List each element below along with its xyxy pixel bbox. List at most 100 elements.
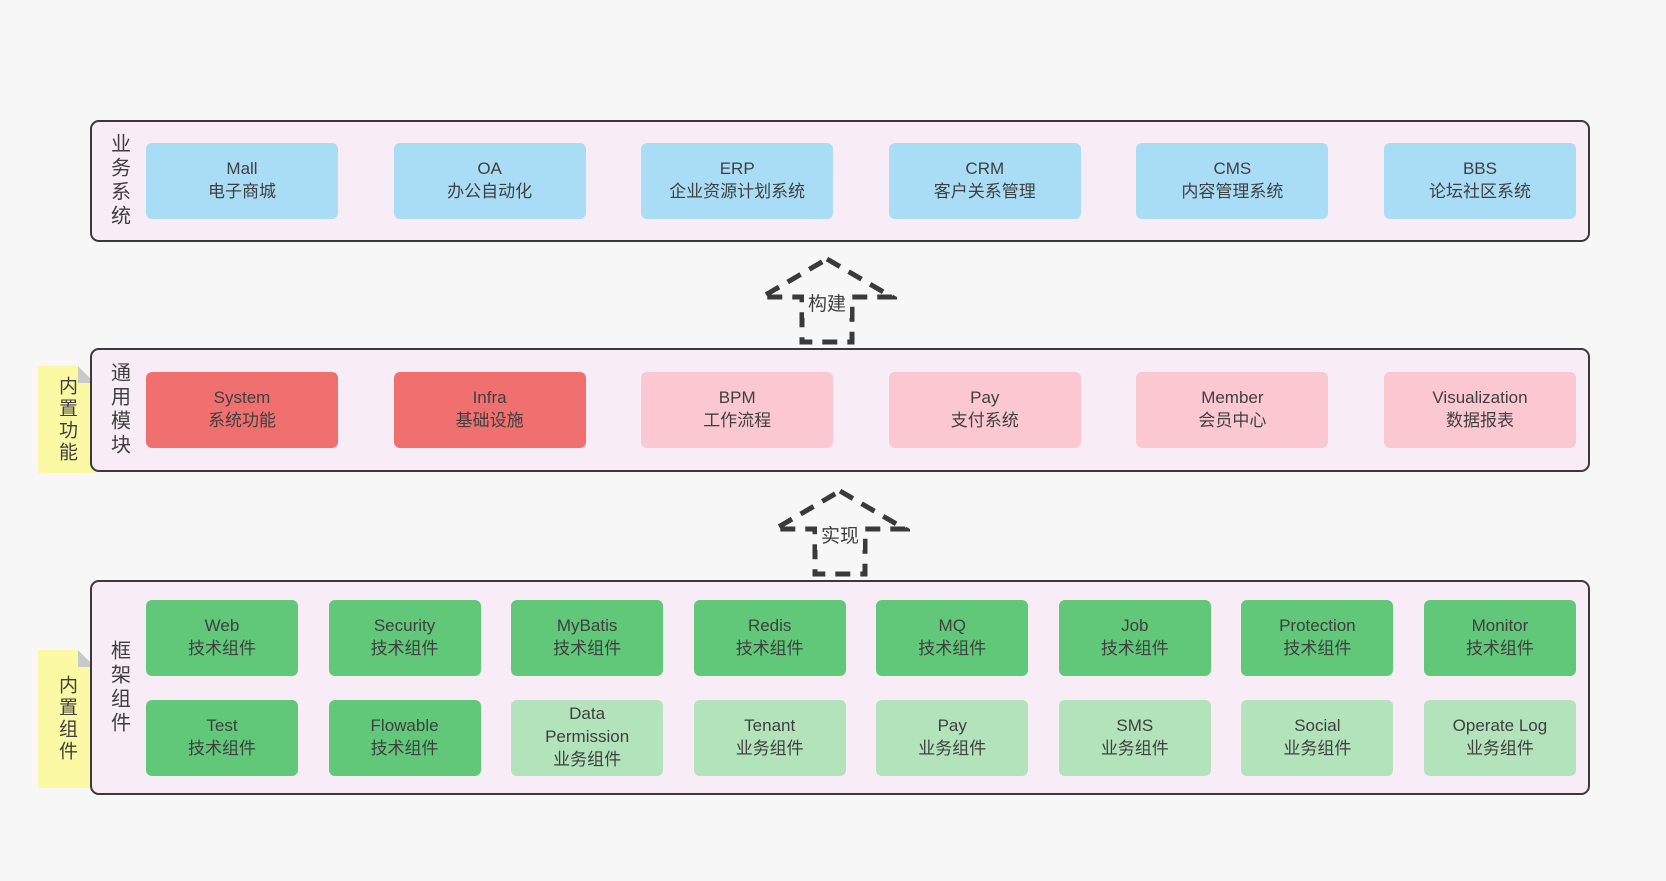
box-protection: Protection 技术组件 xyxy=(1241,599,1394,676)
box-subtitle: 业务组件 xyxy=(918,738,987,758)
box-subtitle: 业务组件 xyxy=(1100,738,1169,758)
box-flowable: Flowable 技术组件 xyxy=(328,699,481,776)
sticky-label: 内置组件 xyxy=(56,675,77,763)
common-modules-panel: 通用模块 System 系统功能 Infra 基础设施 BPM 工作流程 Pay… xyxy=(90,348,1590,472)
box-subtitle: 业务组件 xyxy=(1465,738,1534,758)
box-title: Social xyxy=(1294,715,1341,735)
box-title: Test xyxy=(206,715,238,735)
panel-label-business: 业务系统 xyxy=(92,122,146,240)
box-title: BPM xyxy=(718,388,756,408)
box-subtitle: 会员中心 xyxy=(1198,411,1267,430)
box-sms: SMS 业务组件 xyxy=(1058,699,1211,776)
box-member: Member 会员中心 xyxy=(1136,372,1329,448)
panel-label-text: 框架组件 xyxy=(107,639,130,736)
box-subtitle: 企业资源计划系统 xyxy=(669,182,806,201)
box-title: Mall xyxy=(226,159,258,179)
box-title: MyBatis xyxy=(556,615,618,635)
box-subtitle: 技术组件 xyxy=(188,738,256,758)
box-title: CRM xyxy=(965,159,1005,179)
box-subtitle: 电子商城 xyxy=(208,182,276,201)
sticky-label: 内置功能 xyxy=(56,375,77,464)
framework-components-panel: 框架组件 Web 技术组件 Security 技术组件 MyBatis 技术组件… xyxy=(90,580,1590,795)
panel-label-modules: 通用模块 xyxy=(92,350,146,470)
box-subtitle: 业务组件 xyxy=(553,749,622,769)
box-title: Pay xyxy=(937,715,967,735)
box-erp: ERP 企业资源计划系统 xyxy=(641,143,834,219)
box-bpm: BPM 工作流程 xyxy=(641,372,834,448)
box-subtitle: 技术组件 xyxy=(1100,638,1169,658)
up-arrow-icon xyxy=(757,256,897,345)
box-mall: Mall 电子商城 xyxy=(146,143,338,219)
box-subtitle: 技术组件 xyxy=(1465,638,1534,658)
box-test: Test 技术组件 xyxy=(146,699,298,776)
panel-label-framework: 框架组件 xyxy=(92,582,146,793)
box-subtitle: 客户关系管理 xyxy=(933,182,1036,201)
box-subtitle: 技术组件 xyxy=(553,638,622,658)
box-title: Operate Log xyxy=(1452,715,1548,735)
box-mybatis: MyBatis 技术组件 xyxy=(511,599,664,676)
build-arrow-label: 构建 xyxy=(803,287,851,318)
box-subtitle: 技术组件 xyxy=(1283,638,1352,658)
box-mq: MQ 技术组件 xyxy=(876,599,1029,676)
box-title: Tenant xyxy=(744,715,796,735)
sticky-note-builtin-features: 内置功能 xyxy=(38,366,95,473)
implement-arrow: 实现 xyxy=(770,486,910,578)
box-subtitle: 技术组件 xyxy=(735,638,804,658)
box-title: Member xyxy=(1201,388,1264,408)
box-title: ERP xyxy=(719,159,755,179)
box-infra: Infra 基础设施 xyxy=(393,372,586,448)
box-subtitle: 业务组件 xyxy=(1283,738,1352,758)
box-title: Redis xyxy=(747,615,792,635)
box-title: System xyxy=(213,388,271,408)
panel-label-text: 通用模块 xyxy=(107,362,130,458)
box-monitor: Monitor 技术组件 xyxy=(1423,599,1576,676)
box-redis: Redis 技术组件 xyxy=(693,599,846,676)
box-system: System 系统功能 xyxy=(146,372,338,448)
box-title: OA xyxy=(477,159,502,179)
business-boxes-row: Mall 电子商城 OA 办公自动化 ERP 企业资源计划系统 CRM 客户关系… xyxy=(146,122,1588,240)
box-subtitle: 工作流程 xyxy=(703,411,772,430)
box-title: Data Permission xyxy=(545,704,630,747)
box-pay-module: Pay 支付系统 xyxy=(888,372,1081,448)
box-subtitle: 技术组件 xyxy=(918,638,987,658)
box-visualization: Visualization 数据报表 xyxy=(1383,372,1576,448)
modules-boxes-row: System 系统功能 Infra 基础设施 BPM 工作流程 Pay 支付系统… xyxy=(146,350,1588,470)
box-operate-log: Operate Log 业务组件 xyxy=(1423,699,1576,776)
implement-arrow-label: 实现 xyxy=(816,519,864,550)
box-title: Visualization xyxy=(1432,388,1528,408)
up-arrow-icon xyxy=(770,488,910,577)
box-crm: CRM 客户关系管理 xyxy=(888,143,1081,219)
box-title: BBS xyxy=(1462,159,1497,179)
box-web: Web 技术组件 xyxy=(146,599,298,676)
framework-rows: Web 技术组件 Security 技术组件 MyBatis 技术组件 Redi… xyxy=(146,582,1588,793)
framework-row-1: Web 技术组件 Security 技术组件 MyBatis 技术组件 Redi… xyxy=(146,599,1576,676)
box-job: Job 技术组件 xyxy=(1058,599,1211,676)
business-systems-panel: 业务系统 Mall 电子商城 OA 办公自动化 ERP 企业资源计划系统 CRM… xyxy=(90,120,1590,242)
box-title: Protection xyxy=(1279,615,1356,635)
box-subtitle: 技术组件 xyxy=(370,638,439,658)
box-subtitle: 业务组件 xyxy=(735,738,804,758)
box-title: SMS xyxy=(1116,715,1154,735)
box-subtitle: 数据报表 xyxy=(1445,411,1514,430)
box-title: Job xyxy=(1121,615,1149,635)
box-subtitle: 论坛社区系统 xyxy=(1428,182,1531,201)
box-title: MQ xyxy=(938,615,966,635)
box-title: CMS xyxy=(1213,159,1252,179)
box-bbs: BBS 论坛社区系统 xyxy=(1383,143,1576,219)
box-cms: CMS 内容管理系统 xyxy=(1136,143,1329,219)
box-title: Pay xyxy=(970,388,1000,408)
panel-label-text: 业务系统 xyxy=(107,133,130,229)
box-subtitle: 支付系统 xyxy=(950,411,1019,430)
box-title: Monitor xyxy=(1471,615,1529,635)
build-arrow: 构建 xyxy=(757,254,897,346)
box-subtitle: 基础设施 xyxy=(455,411,524,430)
box-social: Social 业务组件 xyxy=(1241,699,1394,776)
sticky-note-builtin-components: 内置组件 xyxy=(38,650,95,788)
box-oa: OA 办公自动化 xyxy=(393,143,586,219)
box-data-permission: Data Permission 业务组件 xyxy=(511,699,664,776)
box-subtitle: 内容管理系统 xyxy=(1181,182,1284,201)
box-pay-component: Pay 业务组件 xyxy=(876,699,1029,776)
box-subtitle: 技术组件 xyxy=(188,638,256,658)
box-security: Security 技术组件 xyxy=(328,599,481,676)
box-title: Infra xyxy=(472,388,507,408)
